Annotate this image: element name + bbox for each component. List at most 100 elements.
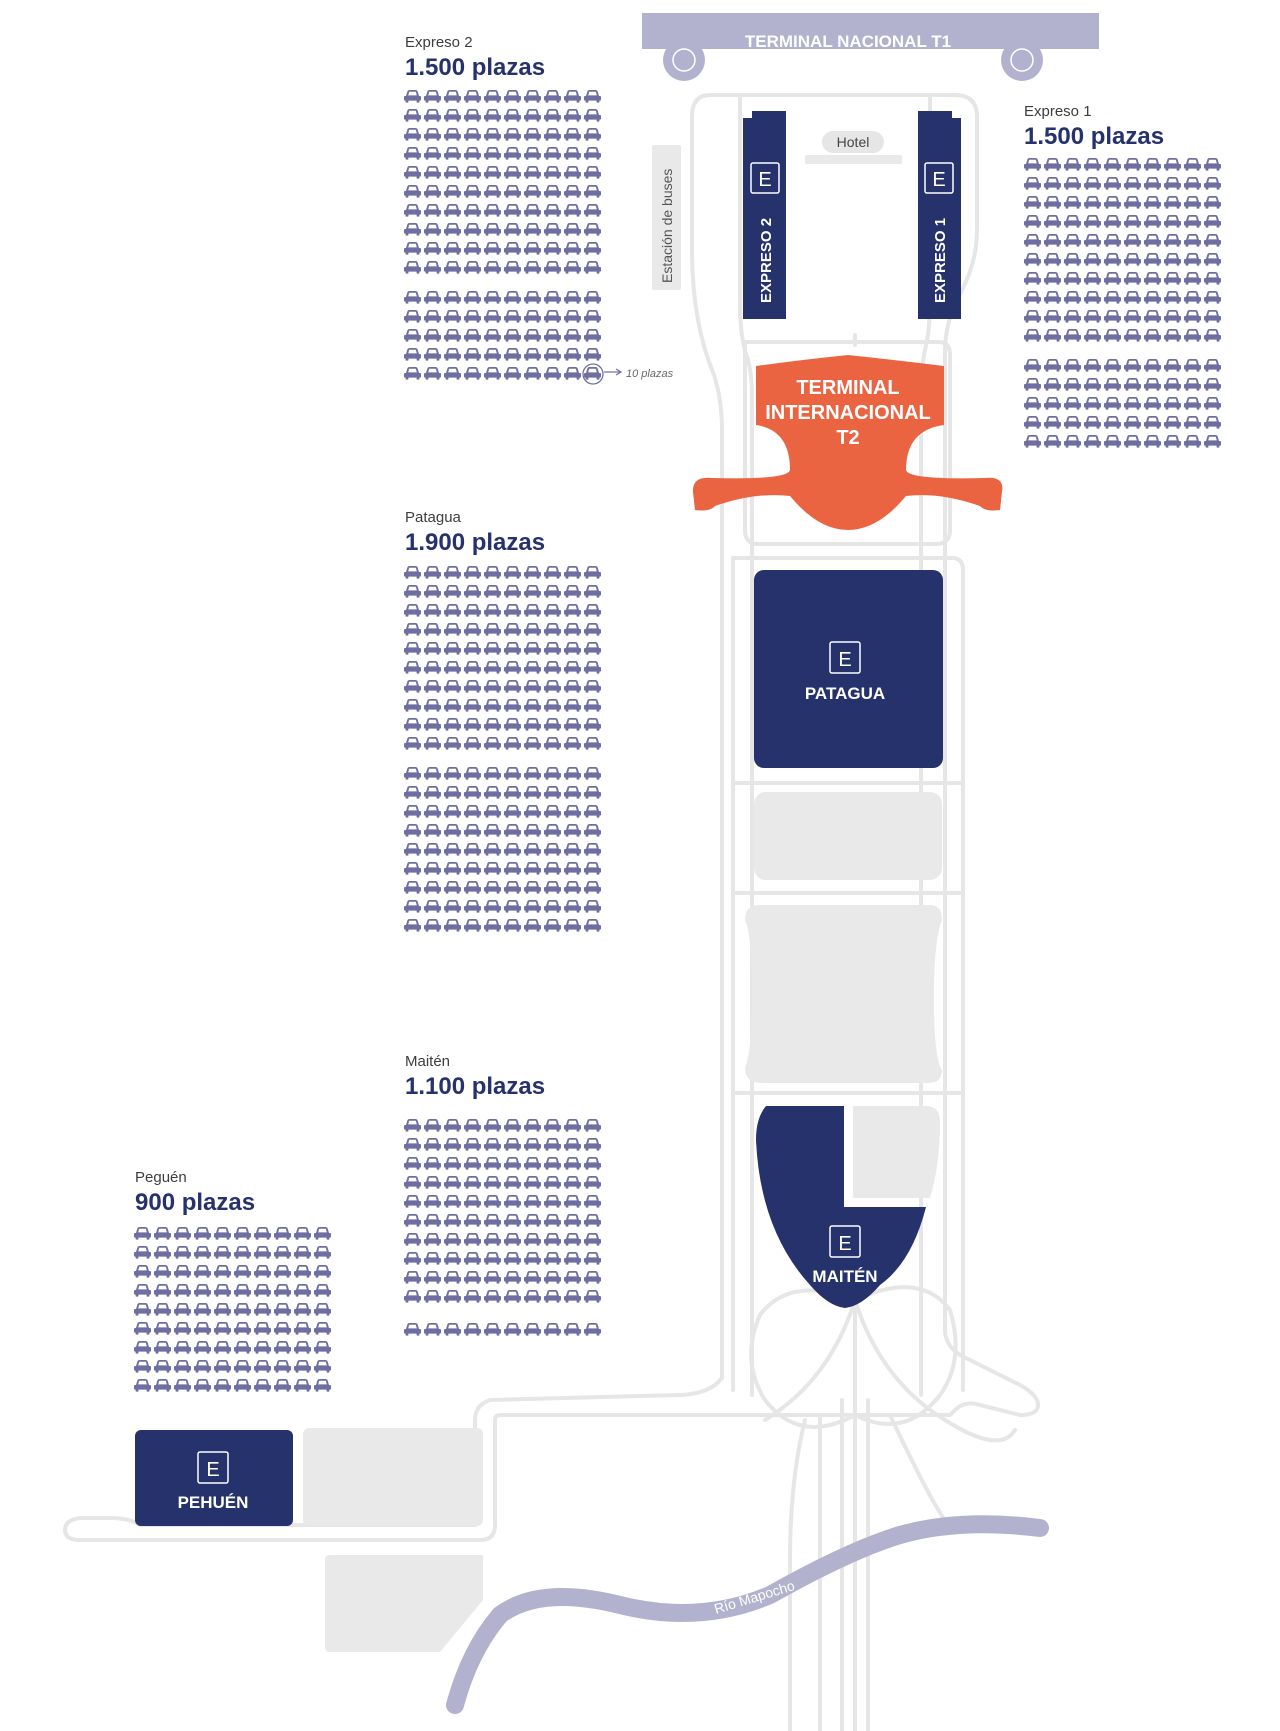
car-icon xyxy=(424,843,441,856)
car-icon xyxy=(524,881,541,894)
car-icon xyxy=(274,1303,291,1316)
car-icon xyxy=(1064,329,1081,342)
car-icon xyxy=(404,1195,421,1208)
car-icon xyxy=(484,348,501,361)
car-icon xyxy=(234,1303,251,1316)
car-icon xyxy=(544,204,561,217)
car-icon xyxy=(274,1360,291,1373)
building-patagua[interactable]: E PATAGUA xyxy=(754,570,943,768)
building-expreso-1[interactable]: E EXPRESO 1 xyxy=(918,111,961,319)
car-icon xyxy=(1064,359,1081,372)
car-icon xyxy=(1044,291,1061,304)
car-icon xyxy=(1204,329,1221,342)
car-icon xyxy=(524,223,541,236)
car-icon xyxy=(544,147,561,160)
car-icon xyxy=(584,1214,601,1227)
car-icon xyxy=(464,1138,481,1151)
car-icon xyxy=(484,786,501,799)
car-icon xyxy=(564,680,581,693)
building-label-expreso-2: EXPRESO 2 xyxy=(758,218,775,303)
terminal-nacional-t1[interactable]: TERMINAL NACIONAL T1 xyxy=(642,13,1099,81)
car-icon xyxy=(524,919,541,932)
car-icon xyxy=(1044,329,1061,342)
lot-capacity-maiten: 1.100 plazas xyxy=(405,1073,545,1100)
car-icon xyxy=(194,1360,211,1373)
car-icon xyxy=(1084,435,1101,448)
car-icon xyxy=(524,242,541,255)
building-expreso-2[interactable]: E EXPRESO 2 xyxy=(743,111,786,319)
car-icon xyxy=(444,786,461,799)
car-icon xyxy=(584,242,601,255)
car-icon xyxy=(504,242,521,255)
car-icon xyxy=(484,261,501,274)
car-icon xyxy=(524,900,541,913)
car-icon xyxy=(404,699,421,712)
car-icon xyxy=(544,786,561,799)
car-icon xyxy=(424,1214,441,1227)
car-icon xyxy=(424,348,441,361)
car-icon xyxy=(524,329,541,342)
car-icon xyxy=(1104,158,1121,171)
car-icon xyxy=(504,566,521,579)
car-icon xyxy=(504,291,521,304)
car-icon xyxy=(584,1290,601,1303)
car-icon xyxy=(1184,253,1201,266)
car-icon xyxy=(424,718,441,731)
car-icon xyxy=(544,767,561,780)
car-icon xyxy=(504,862,521,875)
car-icon xyxy=(424,881,441,894)
car-icon xyxy=(484,642,501,655)
car-icon xyxy=(584,1323,601,1336)
car-icon xyxy=(404,919,421,932)
building-maiten[interactable]: E MAITÉN xyxy=(756,1106,940,1308)
car-grid-peguen xyxy=(134,1227,331,1392)
car-icon xyxy=(424,737,441,750)
car-icon xyxy=(1124,234,1141,247)
car-icon xyxy=(544,661,561,674)
car-icon xyxy=(1124,378,1141,391)
car-icon xyxy=(404,737,421,750)
car-icon xyxy=(484,805,501,818)
car-icon xyxy=(314,1265,331,1278)
car-icon xyxy=(484,718,501,731)
car-icon xyxy=(1144,378,1161,391)
car-icon xyxy=(1124,215,1141,228)
block-southwest xyxy=(325,1555,483,1652)
car-icon xyxy=(1064,378,1081,391)
car-icon xyxy=(524,1195,541,1208)
car-icon xyxy=(524,348,541,361)
car-icon xyxy=(464,900,481,913)
car-icon xyxy=(404,1214,421,1227)
car-icon xyxy=(504,767,521,780)
terminal-internacional-t2[interactable]: TERMINAL INTERNACIONAL T2 xyxy=(692,355,1003,530)
car-icon xyxy=(544,824,561,837)
building-pehuen[interactable]: E PEHUÉN xyxy=(135,1430,293,1526)
car-icon xyxy=(544,900,561,913)
car-icon xyxy=(1144,253,1161,266)
car-icon xyxy=(404,824,421,837)
car-icon xyxy=(444,881,461,894)
car-icon xyxy=(504,900,521,913)
car-icon xyxy=(484,1138,501,1151)
car-icon xyxy=(1124,253,1141,266)
hotel: Hotel xyxy=(822,131,884,153)
car-icon xyxy=(194,1341,211,1354)
car-icon xyxy=(544,242,561,255)
car-icon xyxy=(504,786,521,799)
car-icon xyxy=(444,604,461,617)
car-icon xyxy=(444,310,461,323)
car-icon xyxy=(464,881,481,894)
car-icon xyxy=(544,862,561,875)
car-icon xyxy=(484,881,501,894)
car-icon xyxy=(444,291,461,304)
river-mapocho xyxy=(446,1515,1049,1714)
car-icon xyxy=(1164,435,1181,448)
car-icon xyxy=(444,661,461,674)
car-icon xyxy=(1024,378,1041,391)
car-icon xyxy=(544,367,561,380)
car-icon xyxy=(504,642,521,655)
car-icon xyxy=(294,1341,311,1354)
car-icon xyxy=(294,1303,311,1316)
car-icon xyxy=(524,623,541,636)
car-grid-maiten xyxy=(404,1119,601,1336)
